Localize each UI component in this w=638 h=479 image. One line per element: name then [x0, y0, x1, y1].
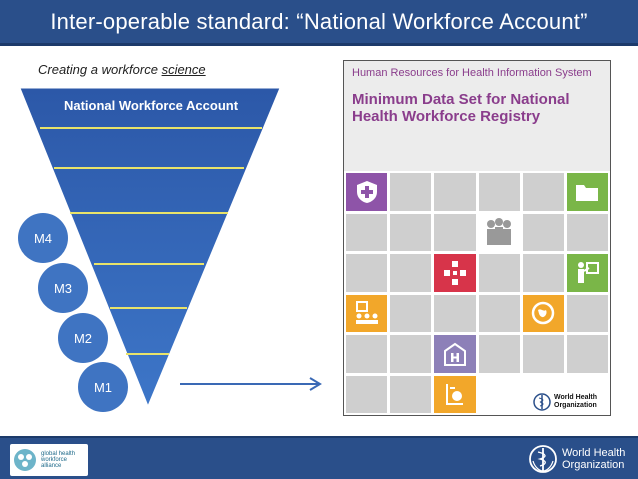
- book-publisher: World Health Organization: [533, 393, 606, 411]
- funnel-graphic: [19, 87, 281, 408]
- hospital-icon: [443, 342, 466, 366]
- module-m4: M4: [18, 213, 68, 263]
- grid-cell: [522, 294, 564, 332]
- document-icon: [445, 384, 463, 406]
- module-m4-label: M4: [33, 230, 53, 246]
- module-m2-label: M2: [73, 330, 93, 346]
- grid-cell: [434, 213, 476, 251]
- grid-cell: [346, 254, 388, 292]
- subtitle-prefix: Creating a workforce: [38, 62, 162, 77]
- book-header: Human Resources for Health Information S…: [344, 61, 610, 171]
- module-m1: M1: [78, 362, 128, 412]
- grid-cell: [478, 294, 520, 332]
- grid-cell: [346, 335, 388, 373]
- subtitle: Creating a workforce science: [38, 62, 206, 77]
- funnel-label: National Workforce Account: [63, 98, 239, 113]
- grid-cell: [390, 254, 432, 292]
- grid-cell: [434, 254, 476, 292]
- grid-cell: [478, 375, 520, 413]
- grid-cell: [434, 173, 476, 211]
- grid-cell: [566, 335, 608, 373]
- folder-icon: [576, 184, 599, 201]
- gwa-text: global health workforce alliance: [41, 451, 76, 469]
- grid-cell: [522, 173, 564, 211]
- slide-title-bar: Inter-operable standard: “National Workf…: [0, 0, 638, 46]
- grid-cell: [566, 254, 608, 292]
- grid-cell: [390, 294, 432, 332]
- grid-cell: [390, 173, 432, 211]
- grid-cell: [478, 173, 520, 211]
- grid-cell: [566, 173, 608, 211]
- teacher-icon: [578, 261, 600, 283]
- who-logo: World Health Organization: [528, 444, 626, 474]
- classroom-icon: [355, 301, 378, 325]
- grid-cell: [522, 213, 564, 251]
- medical-icon: [443, 260, 466, 285]
- grid-cell: [478, 254, 520, 292]
- grid-cell: [566, 213, 608, 251]
- grid-cell: [346, 375, 388, 413]
- grid-cell: [522, 254, 564, 292]
- globe-icon: [531, 302, 555, 325]
- grid-cell: [390, 375, 432, 413]
- module-m1-label: M1: [93, 379, 113, 395]
- grid-cell: [522, 335, 564, 373]
- arrow-right-icon: [180, 377, 322, 391]
- gwa-logo-icon: [14, 449, 36, 471]
- subtitle-emphasis: science: [161, 62, 206, 77]
- who-emblem-icon: [533, 393, 551, 411]
- book-icon-grid: [344, 171, 610, 415]
- grid-cell: [346, 294, 388, 332]
- people-icon: [487, 218, 512, 246]
- book-title: Minimum Data Set for National Health Wor…: [352, 91, 570, 125]
- who-text: World Health Organization: [562, 447, 626, 471]
- grid-cell: [390, 213, 432, 251]
- book-series: Human Resources for Health Information S…: [352, 67, 592, 79]
- grid-cell: [434, 294, 476, 332]
- grid-cell: [566, 375, 608, 413]
- grid-cell: [434, 335, 476, 373]
- grid-cell: [346, 173, 388, 211]
- slide-title: Inter-operable standard: “National Workf…: [50, 8, 588, 34]
- grid-cell: [566, 294, 608, 332]
- grid-cell: [346, 213, 388, 251]
- module-m3: M3: [38, 263, 88, 313]
- module-m2: M2: [58, 313, 108, 363]
- grid-cell: [478, 213, 520, 251]
- grid-cell: [434, 375, 476, 413]
- footer-bar: global health workforce alliance World H…: [0, 436, 638, 479]
- gwa-logo: global health workforce alliance: [10, 444, 88, 476]
- who-emblem-icon: [529, 445, 557, 473]
- grid-cell: [478, 335, 520, 373]
- book-publisher-name: World Health Organization: [554, 394, 598, 409]
- grid-cell: [390, 335, 432, 373]
- module-m3-label: M3: [53, 280, 73, 296]
- cross-shield-icon: [356, 180, 377, 203]
- book-cover: Human Resources for Health Information S…: [343, 60, 611, 416]
